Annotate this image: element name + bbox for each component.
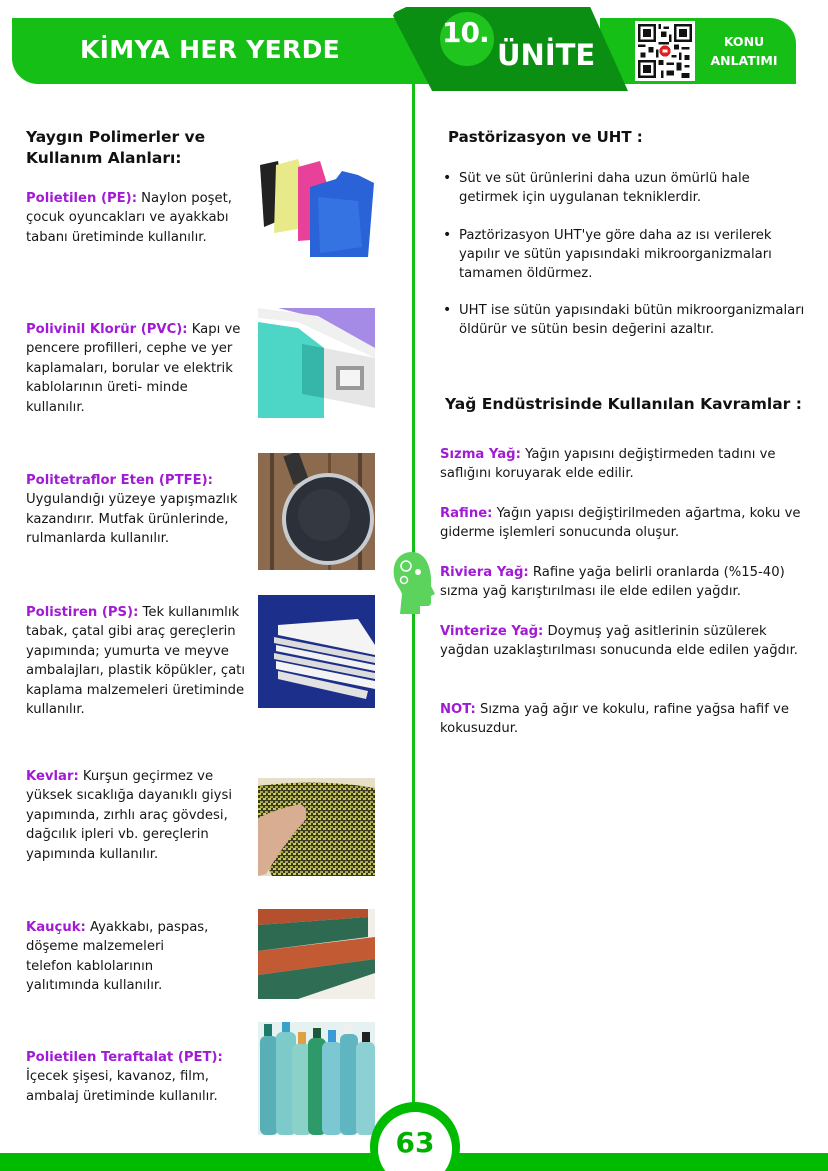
styrofoam-sheets-photo [258, 595, 375, 708]
unit-label: ÜNİTE [497, 38, 596, 72]
polymer-item-pet: Polietilen Teraftalat (PET): İçecek şişe… [26, 1048, 226, 1106]
pet-bottles-photo [258, 1022, 375, 1135]
polymer-item-ptfe: Politetraflor Eten (PTFE): Uygulandığı y… [26, 471, 241, 549]
polymer-term: Politetraflor Eten (PTFE): [26, 473, 213, 488]
oil-term: Riviera Yağ: [440, 565, 529, 580]
polymer-description: Kurşun geçirmez ve yüksek sıcaklığa daya… [26, 769, 232, 862]
page-number-circle [378, 1112, 452, 1171]
book-title: KİMYA HER YERDE [80, 35, 341, 64]
polymer-description: Tek kullanımlık tabak, çatal gibi araç g… [26, 605, 246, 718]
header-left-banner [12, 18, 432, 84]
bullet-item: Paztörizasyon UHT'ye göre daha az ısı ve… [443, 226, 813, 284]
bullet-item: Süt ve süt ürünlerini daha uzun ömürlü h… [443, 169, 813, 207]
polymer-description: Naylon poşet, çocuk oyuncakları ve ayakk… [26, 191, 232, 245]
head-thinking-icon [390, 548, 438, 620]
polymer-item-pvc: Polivinil Klorür (PVC): Kapı ve pencere … [26, 320, 241, 417]
polymer-term: Kauçuk: [26, 920, 86, 935]
konu-line-1: KONU [723, 34, 765, 49]
oil-description: Yağın yapısını değiştirmeden tadını ve s… [440, 447, 776, 482]
oil-term-vinterize: Vinterize Yağ: Doymuş yağ asitlerinin sü… [440, 622, 800, 661]
oil-term: Rafine: [440, 506, 493, 521]
polymer-item-ps: Polistiren (PS): Tek kullanımlık tabak, … [26, 603, 246, 719]
polymer-term: Polietilen Teraftalat (PET): [26, 1050, 223, 1065]
polymer-term: Kevlar: [26, 769, 79, 784]
kevlar-fabric-photo [258, 778, 375, 876]
oil-term-rafine: Rafine: Yağın yapısı değiştirilmeden ağa… [440, 504, 812, 543]
note-text: Sızma yağ ağır ve kokulu, rafine yağsa h… [440, 702, 789, 737]
section-title-yag: Yağ Endüstrisinde Kullanılan Kavramlar : [445, 395, 802, 413]
polymer-description: Ayakkabı, paspas, döşeme malzemeleri tel… [26, 920, 209, 994]
plastic-bags-photo [258, 157, 375, 261]
section-title-pastorizasyon: Pastörizasyon ve UHT : [448, 128, 643, 146]
rubber-tiles-photo [258, 909, 375, 999]
note-label: NOT: [440, 702, 476, 717]
unit-number: 10. [442, 16, 490, 49]
pvc-profiles-photo [258, 308, 375, 418]
oil-description: Doymuş yağ asitlerinin süzülerek yağdan … [440, 624, 798, 659]
polymer-term: Polistiren (PS): [26, 605, 139, 620]
polymer-description: Kapı ve pencere profilleri, cephe ve yer… [26, 322, 241, 415]
header-right-banner [600, 18, 796, 84]
konu-anlatimi-label[interactable]: KONU ANLATIMI [706, 32, 782, 70]
left-title-line-1: Yaygın Polimerler ve [26, 128, 206, 146]
oil-term: Vinterize Yağ: [440, 624, 544, 639]
oil-term-riviera: Riviera Yağ: Rafine yağa belirli oranlar… [440, 563, 785, 602]
konu-line-2: ANLATIMI [710, 53, 778, 68]
oil-description: Yağın yapısı değiştirilmeden ağartma, ko… [440, 506, 801, 541]
polymer-description: Uygulandığı yüzeye yapışmazlık kazandırı… [26, 492, 238, 547]
left-section-title: Yaygın Polimerler ve Kullanım Alanları: [26, 127, 241, 169]
bullet-item: UHT ise sütün yapısındaki bütün mikroorg… [443, 301, 813, 339]
polymer-description: İçecek şişesi, kavanoz, film, ambalaj ür… [26, 1069, 218, 1104]
oil-term-sizma: Sızma Yağ: Yağın yapısını değiştirmeden … [440, 445, 812, 484]
left-title-line-2: Kullanım Alanları: [26, 149, 182, 167]
polymer-item-kaucuk: Kauçuk: Ayakkabı, paspas, döşeme malzeme… [26, 918, 211, 996]
oil-description: Rafine yağa belirli oranlarda (%15-40) s… [440, 565, 785, 600]
qr-code-icon[interactable] [635, 21, 695, 81]
note: NOT: Sızma yağ ağır ve kokulu, rafine ya… [440, 700, 790, 739]
unit-tab [392, 7, 628, 91]
polymer-term: Polivinil Klorür (PVC): [26, 322, 188, 337]
page-number: 63 [395, 1126, 435, 1159]
polymer-item-kevlar: Kevlar: Kurşun geçirmez ve yüksek sıcakl… [26, 767, 241, 864]
non-stick-pan-photo [258, 453, 375, 570]
polymer-term: Polietilen (PE): [26, 191, 137, 206]
oil-term: Sızma Yağ: [440, 447, 521, 462]
unit-number-circle [440, 12, 494, 66]
polymer-item-pe: Polietilen (PE): Naylon poşet, çocuk oyu… [26, 189, 241, 247]
